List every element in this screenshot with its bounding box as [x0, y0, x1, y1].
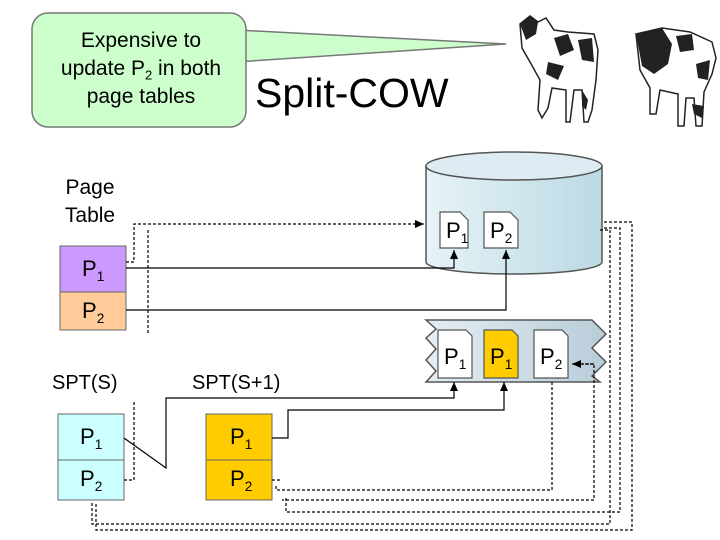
page-sub: 1 — [94, 436, 103, 452]
arrow-page-table-p1 — [126, 250, 458, 269]
page-letter: P — [82, 256, 97, 281]
memory-page-p1 — [437, 329, 473, 379]
connectors — [123, 250, 510, 470]
page-table-label: Page Table — [40, 174, 140, 230]
callout-bubble — [31, 12, 507, 128]
disk-page-p1 — [439, 211, 469, 249]
spt-s-row-p1 — [57, 413, 125, 461]
callout-line-2-sub: 2 — [144, 67, 153, 83]
memory-page-p2-label: P2 — [540, 344, 563, 372]
page-letter: P — [80, 424, 95, 449]
arrow-page-table-p2 — [126, 250, 510, 311]
page-sub: 1 — [244, 436, 253, 452]
page-sub: 2 — [94, 478, 103, 494]
spt-s-row-p2-label: P2 — [80, 466, 103, 494]
spt-s1-row-p1 — [205, 413, 273, 461]
spt-s-row-p1-label: P1 — [80, 424, 103, 452]
page-letter: P — [230, 424, 245, 449]
page-table-label-line-1: Page — [65, 176, 115, 199]
page-table-row-p2 — [59, 291, 127, 331]
arrow-spt-s1-p1 — [272, 382, 508, 439]
page-sub: 2 — [554, 356, 563, 372]
spt-s-row-p2 — [57, 459, 125, 501]
memory-page-p1-copy-label: P1 — [490, 344, 513, 372]
disk-page-p1-label: P1 — [446, 218, 469, 246]
memory-page-p1-label: P1 — [444, 344, 467, 372]
spt-s1-row-p1-label: P1 — [230, 424, 253, 452]
disk-page-p2-label: P2 — [490, 218, 513, 246]
cow-icon — [519, 15, 599, 123]
spt-s1-row-p2 — [205, 459, 273, 501]
callout-line-1: Expensive to — [80, 29, 202, 52]
callout-text: Expensive to update P2 in both page tabl… — [36, 27, 246, 111]
slide-title: Split-COW — [255, 70, 449, 116]
page-table-label-line-2: Table — [64, 204, 116, 227]
page-letter: P — [444, 344, 459, 369]
cow-icon — [635, 27, 717, 127]
callout-line-3: page tables — [86, 85, 196, 108]
page-letter: P — [80, 466, 95, 491]
spt-s1-row-p2-label: P2 — [230, 466, 253, 494]
spt-s1-label: SPT(S+1) — [192, 372, 281, 394]
page-letter: P — [490, 344, 505, 369]
callout-line-2: update P2 in both — [36, 55, 246, 83]
callout-line-2-pre: update P — [60, 57, 145, 80]
disk-page-p2 — [483, 211, 519, 249]
page-sub: 2 — [96, 310, 105, 326]
page-sub: 2 — [504, 230, 513, 246]
memory-page-p1-copy — [483, 329, 519, 379]
page-letter: P — [230, 466, 245, 491]
page-table-row-p1-label: P1 — [82, 256, 105, 284]
page-letter: P — [490, 218, 505, 243]
page-letter: P — [540, 344, 555, 369]
page-sub: 1 — [458, 356, 467, 372]
page-letter: P — [82, 298, 97, 323]
page-sub: 1 — [96, 268, 105, 284]
callout-line-2-post: in both — [152, 57, 222, 80]
dashed-connectors — [91, 220, 633, 531]
page-sub: 1 — [460, 230, 469, 246]
spt-s-label: SPT(S) — [52, 372, 118, 394]
page-table-row-p2-label: P2 — [82, 298, 105, 326]
page-letter: P — [446, 218, 461, 243]
arrow-spt-s-p1 — [123, 382, 458, 470]
page-sub: 2 — [244, 478, 253, 494]
memory-page-p2 — [533, 329, 569, 379]
page-sub: 1 — [504, 356, 513, 372]
